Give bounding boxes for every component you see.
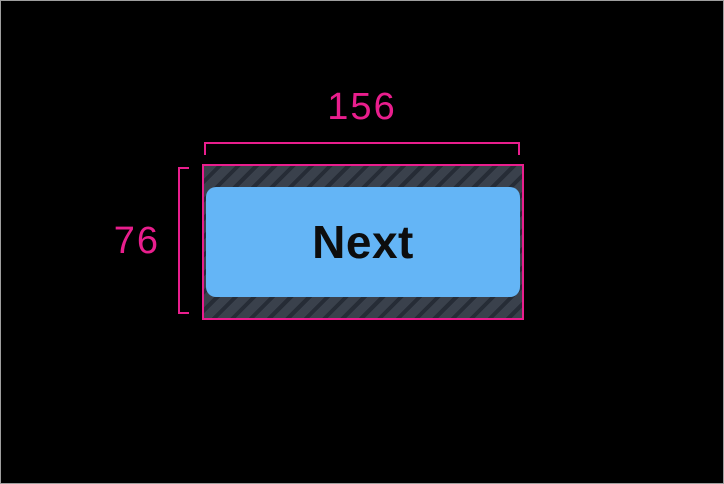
next-button[interactable]: Next (206, 187, 520, 297)
layout-bounds-box: Next (202, 164, 524, 320)
height-measurement-bracket (178, 167, 189, 314)
next-button-label: Next (312, 216, 414, 268)
height-dimension-label: 76 (113, 220, 160, 262)
width-measurement-bracket (204, 142, 520, 155)
width-dimension-label: 156 (327, 86, 397, 128)
